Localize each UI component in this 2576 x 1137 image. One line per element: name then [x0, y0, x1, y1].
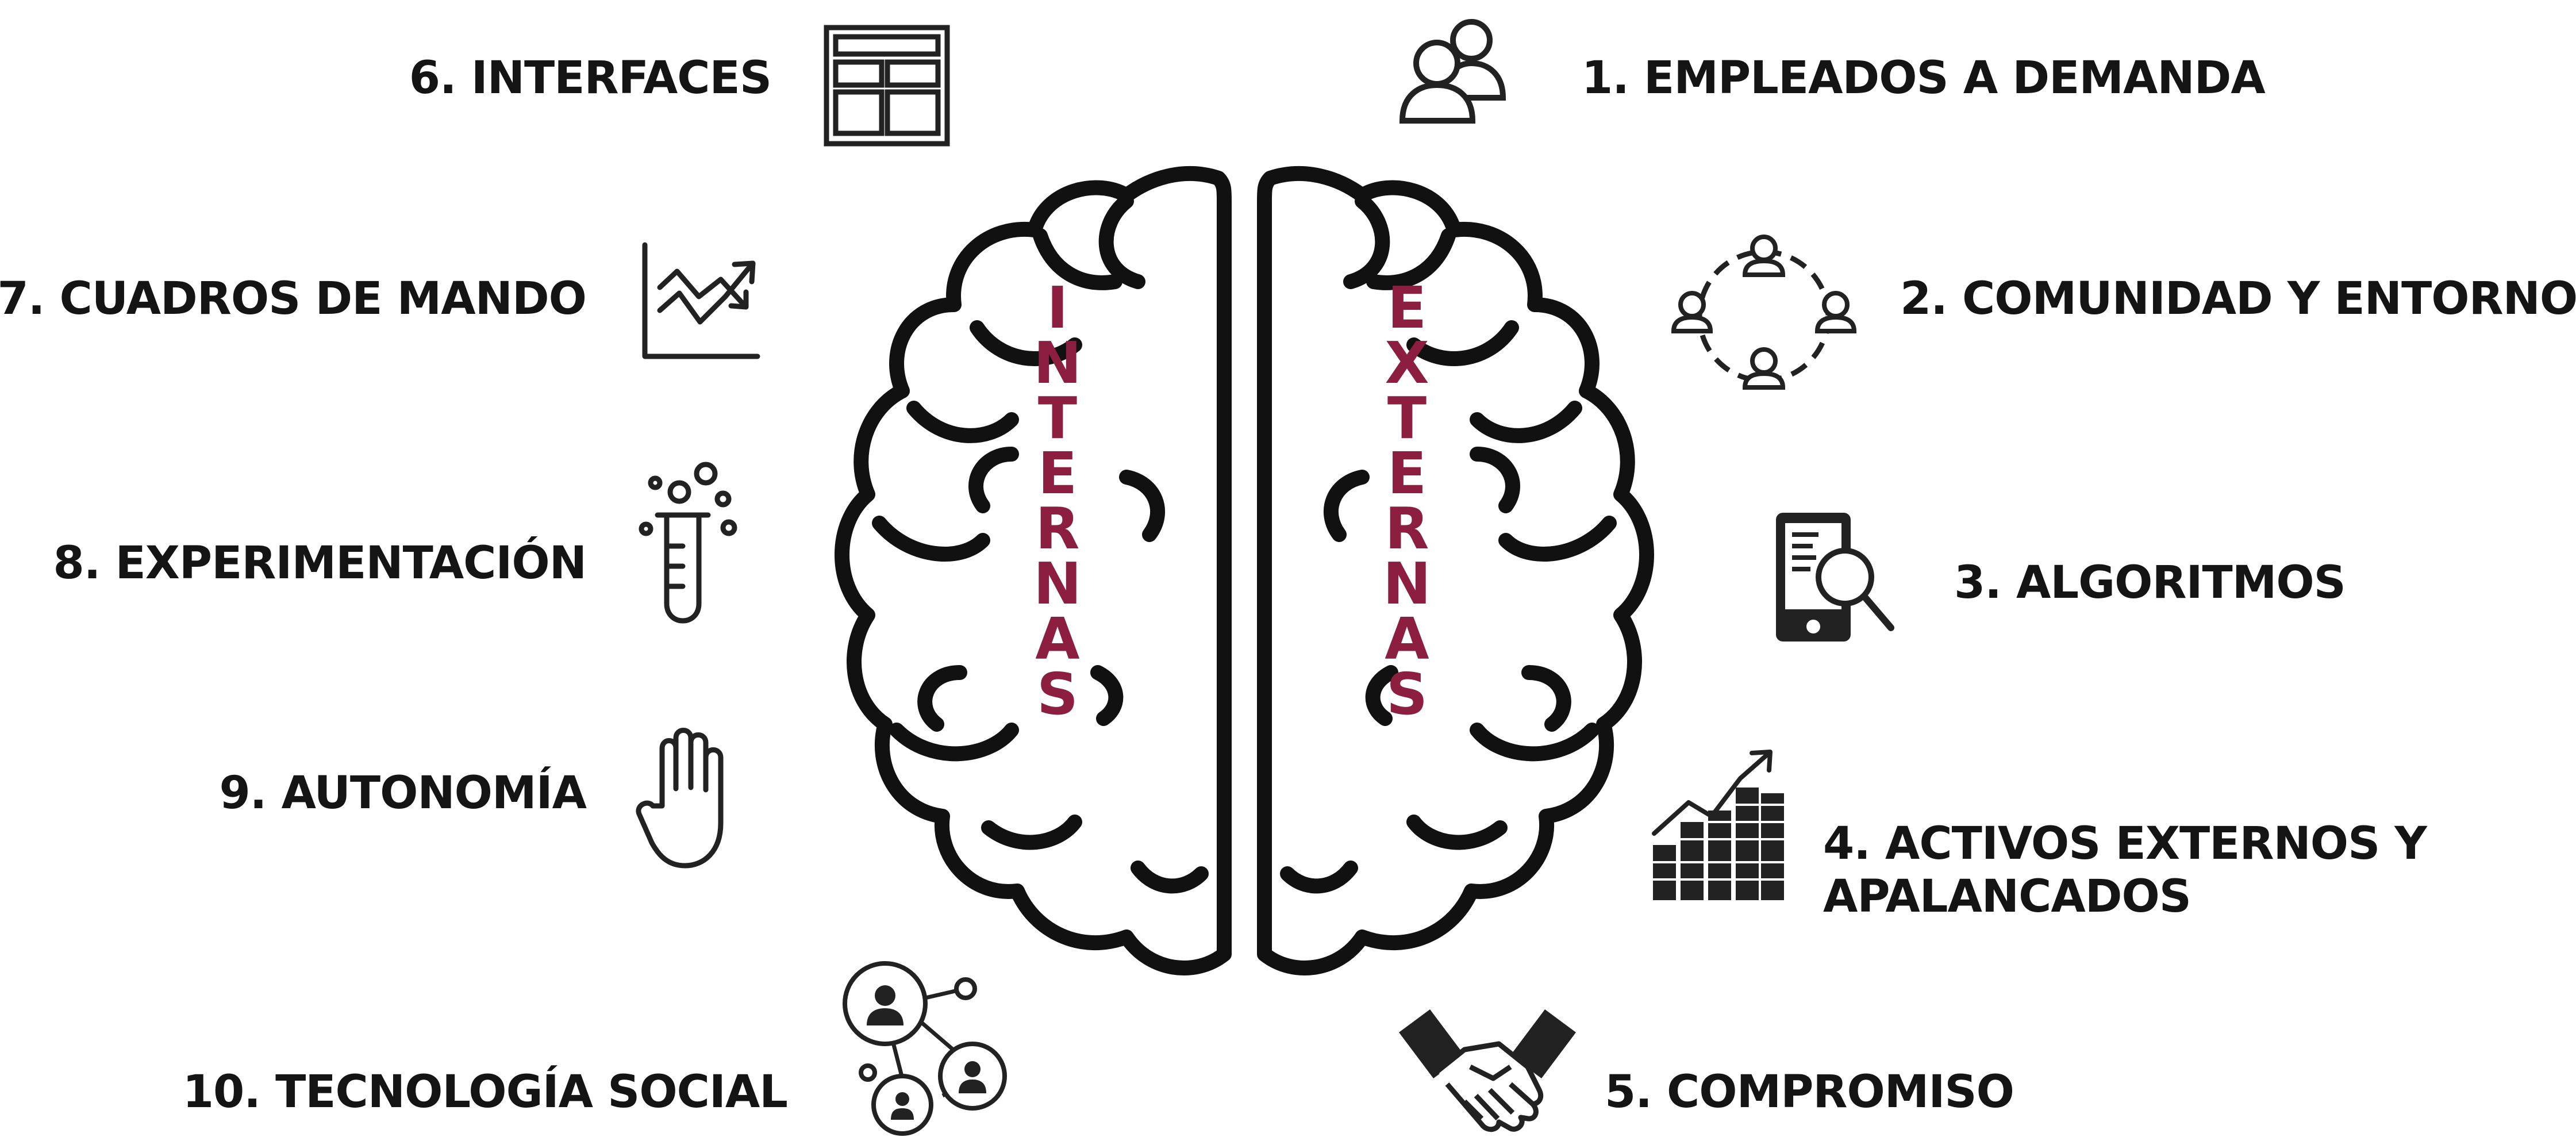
- right-letter: S: [1386, 660, 1428, 728]
- item-6-label: 6. INTERFACES: [409, 52, 772, 104]
- test-tube-icon: [639, 462, 737, 624]
- item-4-label-line2: APALANCADOS: [1823, 871, 2191, 923]
- left-letter: N: [1033, 329, 1082, 397]
- left-letter: I: [1047, 274, 1068, 341]
- hand-icon: [636, 728, 724, 869]
- social-network-icon: [843, 961, 1007, 1136]
- right-letter: A: [1385, 605, 1429, 673]
- left-letter: N: [1033, 550, 1082, 617]
- item-2-label: 2. COMUNIDAD Y ENTORNO: [1900, 273, 2576, 325]
- growth-chart-icon: [1652, 750, 1784, 900]
- right-letter: X: [1385, 329, 1429, 397]
- item-10-label: 10. TECNOLOGÍA SOCIAL: [182, 1066, 788, 1118]
- brain-icon: [835, 166, 1654, 975]
- community-network-icon: [1671, 235, 1857, 390]
- left-letter: A: [1035, 605, 1080, 673]
- dashboard-chart-icon: [642, 242, 760, 359]
- right-letter: E: [1387, 274, 1427, 341]
- item-1-label: 1. EMPLEADOS A DEMANDA: [1582, 52, 2266, 104]
- right-letter: R: [1385, 495, 1429, 562]
- left-letter: R: [1035, 495, 1080, 562]
- tablet-search-icon: [1776, 513, 1894, 642]
- right-letter: E: [1387, 440, 1427, 507]
- interface-layout-icon: [824, 25, 950, 147]
- item-4-label-line1: 4. ACTIVOS EXTERNOS Y: [1823, 818, 2427, 870]
- item-5-label: 5. COMPROMISO: [1605, 1066, 2014, 1118]
- right-letter: N: [1383, 550, 1431, 617]
- handshake-icon: [1399, 1009, 1576, 1132]
- item-8-label: 8. EXPERIMENTACIÓN: [53, 537, 587, 589]
- right-letter: T: [1387, 385, 1427, 452]
- left-letter: T: [1037, 385, 1078, 452]
- item-7-label: 7. CUADROS DE MANDO: [0, 273, 587, 325]
- item-3-label: 3. ALGORITMOS: [1954, 557, 2346, 609]
- people-icon: [1399, 19, 1506, 124]
- left-letter: S: [1036, 660, 1079, 728]
- item-9-label: 9. AUTONOMÍA: [219, 767, 587, 819]
- left-letter: E: [1037, 440, 1078, 507]
